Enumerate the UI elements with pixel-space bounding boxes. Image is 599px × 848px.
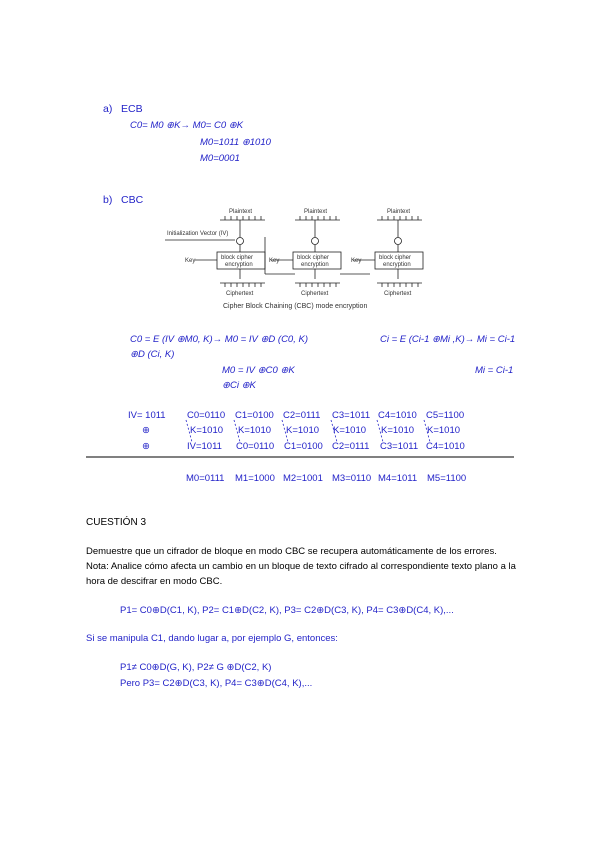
question-text-1: Demuestre que un cifrador de bloque en m… (86, 546, 497, 557)
ciphertext-label-3: Ciphertext (384, 291, 412, 297)
answer-p-equations: P1= C0⊕D(C1, K), P2= C1⊕D(C2, K), P3= C2… (120, 605, 454, 616)
question-title: CUESTIÓN 3 (86, 517, 147, 528)
key-label-2: Key (269, 258, 279, 264)
table-cell-r2-c2: K=1010 (238, 425, 272, 436)
cbc-formula-left-wrap: ⊕D (Ci, K) (130, 349, 175, 360)
ecb-result: M0=0001 (200, 153, 240, 164)
section-b-title: CBC (121, 194, 144, 206)
iv-label: Initialization Vector (IV) (167, 231, 228, 237)
table-cell-r1-c6: C5=1100 (426, 410, 465, 421)
table-cell-r1-c2: C1=0100 (235, 410, 274, 421)
plaintext-label-2: Plaintext (304, 209, 327, 215)
table-cell-r3-c0: ⊕ (142, 441, 150, 452)
block-label-3b: encryption (383, 262, 411, 268)
table-cell-r3-c2: C0=0110 (236, 441, 275, 452)
cbc-formula-right-wrap: ⊕Ci ⊕K (222, 380, 256, 391)
table-cell-r1-c1: C0=0110 (187, 410, 226, 421)
answer-intro: Si se manipula C1, dando lugar a, por ej… (86, 633, 338, 644)
table-cell-r3-c1: IV=1011 (187, 441, 222, 452)
cbc-formula-right-2: Mi = Ci-1 (475, 365, 514, 376)
question-text-2: Nota: Analice cómo afecta un cambio en u… (86, 561, 516, 572)
question-text-3: hora de descifrar en modo CBC. (86, 576, 223, 587)
table-cell-r3-c4: C2=0111 (332, 441, 370, 452)
cbc-formula-right: Ci = E (Ci-1 ⊕Mi ,K)→ Mi = Ci-1 (380, 334, 516, 345)
table-cell-r1-c5: C4=1010 (378, 410, 417, 421)
diagram-caption: Cipher Block Chaining (CBC) mode encrypt… (223, 303, 367, 310)
cbc-formula-left: C0 = E (IV ⊕M0, K)→ M0 = IV ⊕D (C0, K) (130, 334, 308, 345)
ecb-formula: C0= M0 ⊕K→ M0= C0 ⊕K (130, 120, 244, 131)
ecb-step: M0=1011 ⊕1010 (200, 137, 271, 148)
block-label-2b: encryption (301, 262, 329, 268)
table-cell-r3-c5: C3=1011 (380, 441, 419, 452)
table-cell-r1-c4: C3=1011 (332, 410, 371, 421)
table-cell-r2-c4: K=1010 (333, 425, 367, 436)
table-cell-r2-c5: K=1010 (381, 425, 415, 436)
table-cell-r2-c6: K=1010 (427, 425, 461, 436)
cbc-formula-mid: M0 = IV ⊕C0 ⊕K (222, 365, 295, 376)
plaintext-label-1: Plaintext (229, 209, 252, 215)
table-cell-r2-c1: K=1010 (190, 425, 224, 436)
table-cell-r2-c0: ⊕ (142, 425, 150, 436)
answer-line-2: Pero P3= C2⊕D(C3, K), P4= C3⊕D(C4, K),..… (120, 678, 313, 689)
table-cell-r1-c0: IV= 1011 (128, 410, 166, 421)
block-label-1a: block cipher (221, 255, 253, 261)
plaintext-label-3: Plaintext (387, 209, 410, 215)
result-m2: M2=1001 (283, 473, 323, 484)
section-a-label: a) (103, 103, 113, 115)
section-a-title: ECB (121, 103, 143, 115)
key-label-1: Key (185, 258, 195, 264)
result-m5: M5=1100 (427, 473, 467, 484)
block-label-3a: block cipher (379, 255, 411, 261)
table-cell-r2-c3: K=1010 (286, 425, 320, 436)
block-label-1b: encryption (225, 262, 253, 268)
table-cell-r3-c6: C4=1010 (426, 441, 465, 452)
answer-line-1: P1≠ C0⊕D(G, K), P2≠ G ⊕D(C2, K) (120, 662, 272, 673)
key-label-3: Key (351, 258, 361, 264)
result-m1: M1=1000 (235, 473, 275, 484)
ciphertext-label-1: Ciphertext (226, 291, 254, 297)
block-label-2a: block cipher (297, 255, 329, 261)
section-b-label: b) (103, 194, 113, 206)
result-m4: M4=1011 (378, 473, 418, 484)
result-m0: M0=0111 (186, 473, 225, 484)
result-m3: M3=0110 (332, 473, 372, 484)
cbc-diagram: Plaintext Plaintext Plaintext Initializa… (165, 209, 424, 310)
table-cell-r3-c3: C1=0100 (284, 441, 323, 452)
ciphertext-label-2: Ciphertext (301, 291, 329, 297)
table-cell-r1-c3: C2=0111 (283, 410, 321, 421)
